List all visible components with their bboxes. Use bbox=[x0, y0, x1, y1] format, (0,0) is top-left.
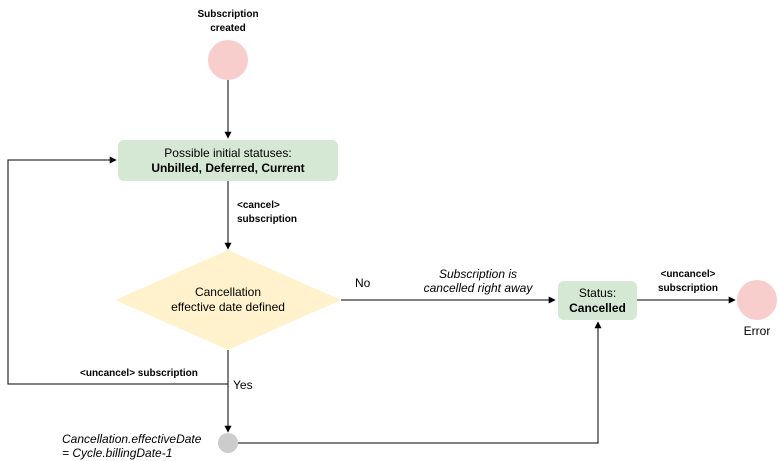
cancel-action-line2: subscription bbox=[237, 214, 298, 225]
status-cancelled-line1: Status: bbox=[578, 285, 617, 300]
decision-text: Cancellation effective date defined bbox=[140, 280, 316, 320]
uncancel-loop-label: <uncancel> subscription bbox=[80, 368, 198, 379]
edge-uncancel-loop bbox=[7, 156, 228, 385]
decision-line2: effective date defined bbox=[171, 300, 285, 314]
uncancel-right-line1: <uncancel> bbox=[660, 269, 716, 280]
intermediate-line2: = Cycle.billingDate-1 bbox=[62, 446, 173, 460]
end-event-circle bbox=[737, 280, 777, 320]
status-cancelled-text: Status: Cancelled bbox=[558, 281, 637, 320]
edge-intermediate-to-cancelled bbox=[238, 321, 602, 444]
decision-line1: Cancellation bbox=[194, 285, 262, 299]
status-cancelled-box bbox=[558, 281, 637, 320]
decision-diamond bbox=[115, 250, 341, 350]
intermediate-label: Cancellation.effectiveDate = Cycle.billi… bbox=[62, 432, 201, 460]
start-event-label-line1: Subscription bbox=[197, 9, 259, 20]
intermediate-line1: Cancellation.effectiveDate bbox=[62, 432, 202, 446]
cancel-action-label: <cancel> subscription bbox=[237, 199, 297, 227]
uncancel-right-line2: subscription bbox=[657, 283, 718, 294]
no-branch-note-line1: Subscription is bbox=[438, 267, 518, 281]
intermediate-point bbox=[218, 433, 238, 453]
end-event-label: Error bbox=[743, 324, 771, 338]
cancel-action-line1: <cancel> bbox=[237, 200, 280, 211]
start-event-label-line2: created bbox=[210, 23, 246, 34]
initial-status-line1: Possible initial statuses: bbox=[164, 145, 292, 160]
status-cancelled-line2: Cancelled bbox=[569, 300, 626, 315]
uncancel-right-label: <uncancel> subscription bbox=[648, 268, 728, 296]
initial-status-box bbox=[118, 140, 338, 181]
start-event-circle bbox=[208, 40, 248, 80]
no-branch-label: No bbox=[355, 276, 371, 290]
no-branch-note-line2: cancelled right away bbox=[423, 281, 533, 295]
initial-status-text: Possible initial statuses: Unbilled, Def… bbox=[118, 140, 338, 181]
start-event-label: Subscription created bbox=[178, 8, 278, 36]
yes-branch-label: Yes bbox=[233, 378, 253, 392]
initial-status-line2: Unbilled, Deferred, Current bbox=[151, 160, 305, 175]
no-branch-note: Subscription is cancelled right away bbox=[410, 267, 546, 295]
